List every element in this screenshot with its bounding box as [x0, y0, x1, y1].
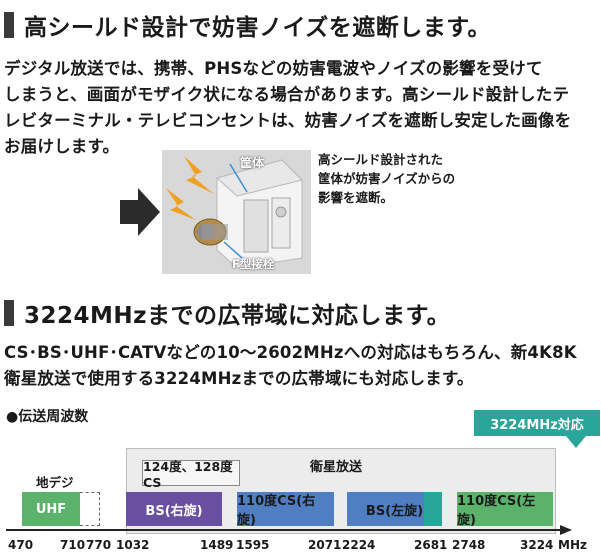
tick-label: 1595: [236, 538, 270, 552]
housing-label: 筐体: [240, 156, 265, 170]
3224mhz-badge: 3224MHz対応: [474, 410, 600, 436]
caption-line: 筐体が妨害ノイズからの: [318, 171, 456, 186]
tick-label: 3224: [520, 538, 554, 552]
section2-paragraph: CS･BS･UHF･CATVなどの10〜2602MHzへの対応はもちろん、新4K…: [4, 340, 577, 392]
right-arrow-icon: [120, 188, 160, 236]
satellite-label: 衛星放送: [310, 460, 363, 475]
caption-line: 影響を遮断。: [318, 190, 394, 205]
image-caption: 高シールド設計された 筐体が妨害ノイズからの 影響を遮断。: [318, 150, 455, 207]
tick-label: 470: [8, 538, 34, 552]
tick-label: 2071: [308, 538, 342, 552]
tick-label: 770: [86, 538, 112, 552]
tick-label: MHz: [558, 538, 587, 552]
section2-heading: 3224MHzまでの広帯域に対応します。: [4, 296, 450, 330]
badge-pointer-icon: [566, 436, 586, 448]
tick-label: 1032: [116, 538, 150, 552]
freq-chart-title: ●伝送周波数: [6, 409, 89, 425]
section2-line: 衛星放送で使用する3224MHzまでの広帯域にも対応します。: [4, 369, 474, 388]
section1-paragraph: デジタル放送では、携帯、PHSなどの妨害電波やノイズの影響を受けて しまうと、画…: [4, 56, 571, 160]
section1-heading: 高シールド設計で妨害ノイズを遮断します。: [4, 8, 491, 42]
section1-line: デジタル放送では、携帯、PHSなどの妨害電波やノイズの影響を受けて: [4, 59, 543, 78]
tick-label: 710: [60, 538, 86, 552]
tick-label: 2681: [414, 538, 448, 552]
section1-line: しまうと、画面がモザイク状になる場合があります。高シールド設計したテ: [4, 85, 570, 104]
old-cs-band: 124度、128度CS: [142, 459, 240, 490]
terrestrial-label: 地デジ: [36, 475, 74, 490]
f-connector-label: F型接栓: [232, 257, 275, 271]
frequency-band: 110度CS(左旋): [457, 492, 553, 528]
product-image: 筐体 F型接栓: [162, 150, 311, 274]
tick-label: 1489: [200, 538, 234, 552]
frequency-band: BS(右旋): [126, 492, 222, 526]
section1-line: レビターミナル・テレビコンセントは、妨害ノイズを遮断し安定した画像を: [4, 111, 572, 130]
terminal-illustration: [162, 150, 311, 274]
frequency-band: 110度CS(右旋): [237, 492, 334, 528]
frequency-axis: [6, 525, 572, 535]
catv-dashed-band: [80, 492, 100, 526]
section1-line: お届けします。: [4, 137, 120, 156]
heading-bar: [4, 300, 14, 326]
caption-line: 高シールド設計された: [318, 152, 444, 167]
section1-title: 高シールド設計で妨害ノイズを遮断します。: [24, 15, 492, 41]
band-accent-stripe: [424, 492, 442, 526]
section2-line: CS･BS･UHF･CATVなどの10〜2602MHzへの対応はもちろん、新4K…: [4, 343, 577, 362]
tick-label: 2224: [342, 538, 376, 552]
frequency-band: UHF: [22, 492, 80, 526]
tick-label: 2748: [452, 538, 486, 552]
section2-title: 3224MHzまでの広帯域に対応します。: [24, 303, 451, 329]
heading-bar: [4, 12, 14, 38]
